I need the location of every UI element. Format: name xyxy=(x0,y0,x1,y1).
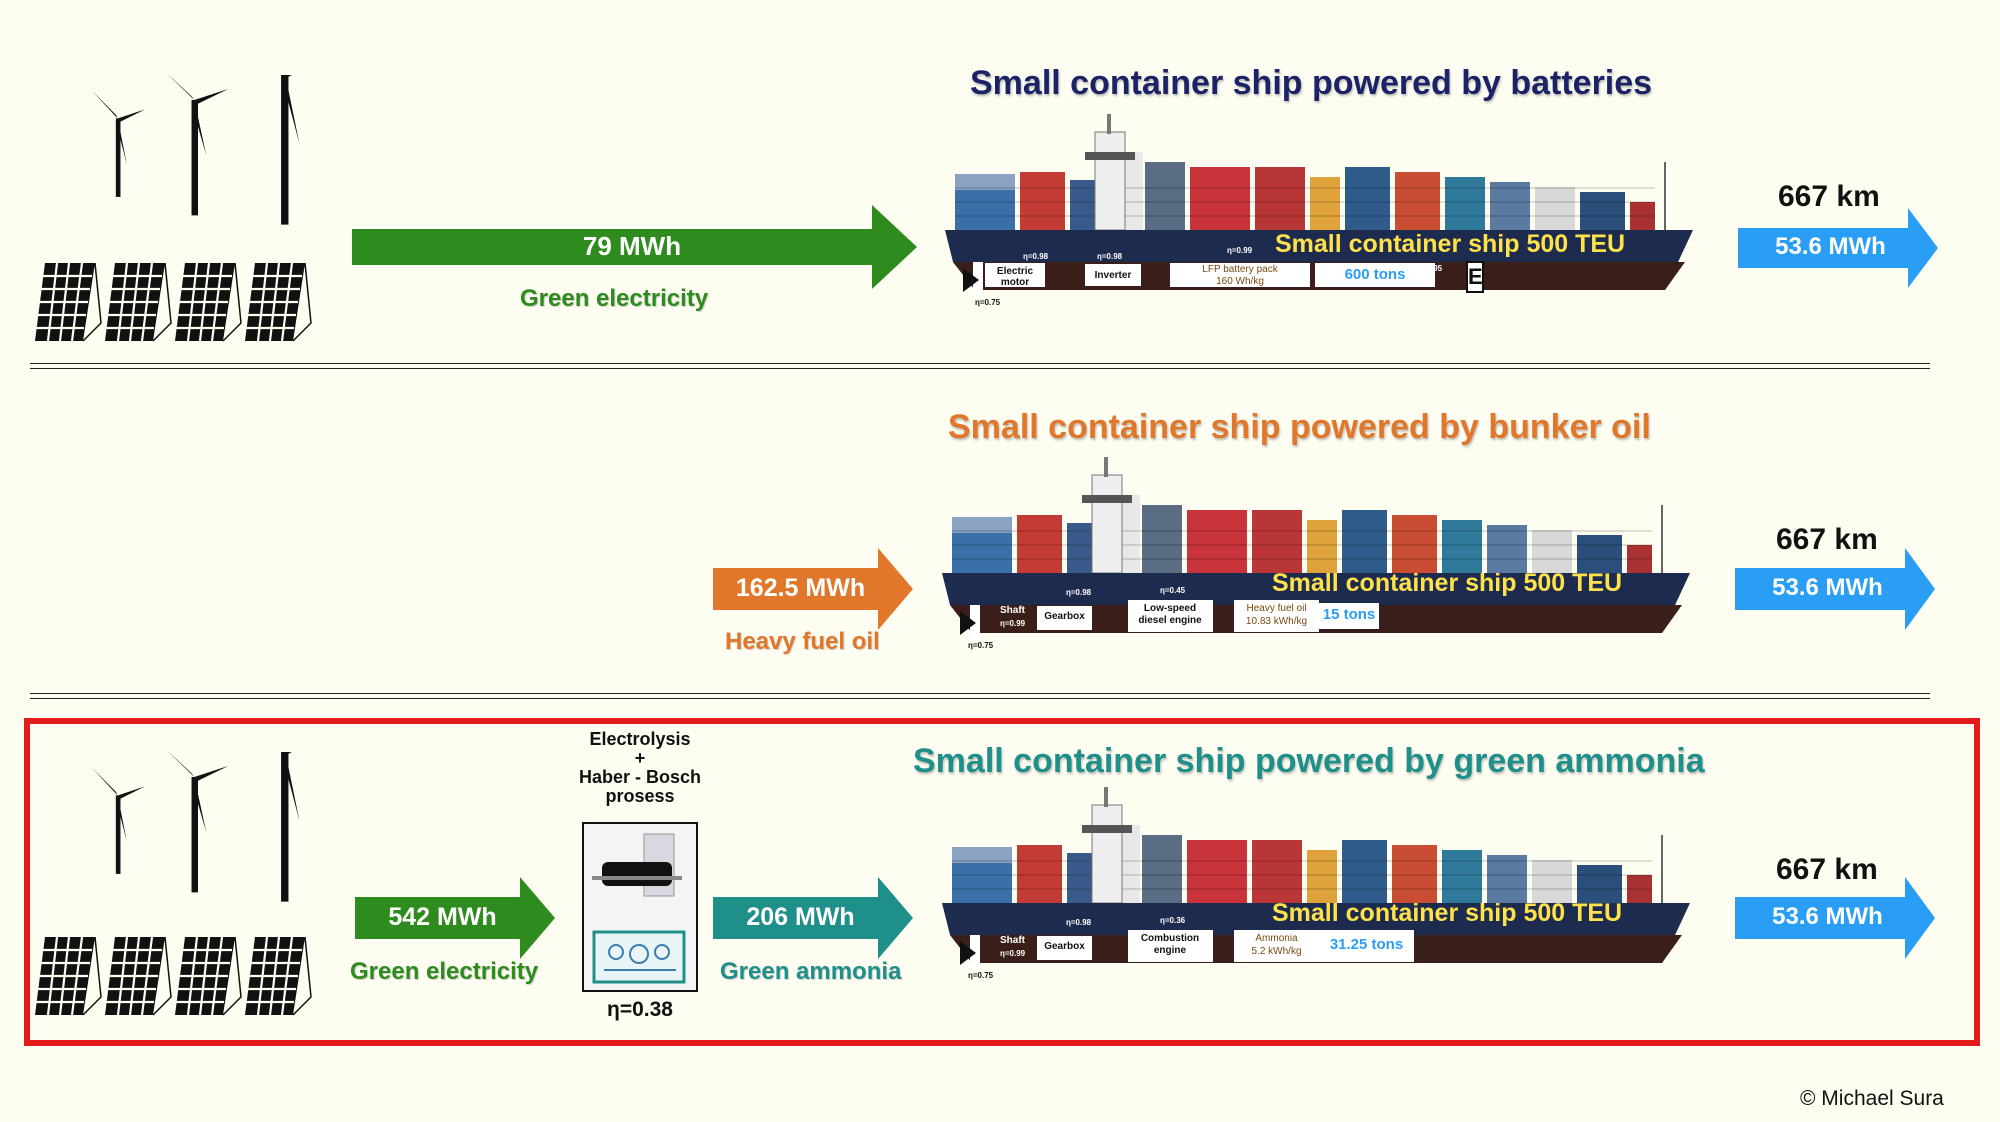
eta-charging: η=0.95 xyxy=(1417,264,1443,273)
output-energy-value: 53.6 MWh xyxy=(1772,903,1883,930)
eta-inverter: η=0.98 xyxy=(1097,252,1123,261)
component-engine: Combustion engine xyxy=(1140,933,1200,956)
mid-energy-caption: Green ammonia xyxy=(720,958,902,985)
wind-turbines-icon xyxy=(91,752,324,902)
eta-shaft: η=0.99 xyxy=(1000,949,1026,958)
copyright: © Michael Sura xyxy=(1800,1087,1944,1110)
container-ship-icon xyxy=(944,113,1694,299)
input-energy-caption: Green electricity xyxy=(520,285,709,312)
distance: 667 km xyxy=(1776,853,1878,886)
highlight-frame xyxy=(24,718,1980,1046)
eta-propeller: η=0.75 xyxy=(975,298,1001,307)
output-energy-arrow xyxy=(1735,548,1935,630)
green-electricity-arrow xyxy=(352,205,917,289)
solar-panels-icon xyxy=(35,263,325,345)
input-energy-value: 79 MWh xyxy=(582,231,682,261)
row-title: Small container ship powered by batterie… xyxy=(970,64,1653,102)
solar-panels-icon xyxy=(35,937,325,1019)
divider xyxy=(30,368,1930,369)
container-ship-icon xyxy=(941,786,1691,972)
process-efficiency: η=0.38 xyxy=(607,998,673,1021)
process-line-1: Electrolysis xyxy=(589,729,691,749)
ship-name: Small container ship 500 TEU xyxy=(1272,899,1623,927)
input-energy-value: 542 MWh xyxy=(388,903,497,931)
process-title: Electrolysis + Haber - Bosch prosess xyxy=(555,730,725,806)
input-energy-caption: Green electricity xyxy=(350,958,539,985)
component-battery: LFP battery pack xyxy=(1202,264,1278,275)
ship-name: Small container ship 500 TEU xyxy=(1275,230,1626,258)
component-shaft: Shaft xyxy=(1000,935,1025,946)
output-energy-arrow xyxy=(1738,208,1938,288)
mid-energy-value: 206 MWh xyxy=(746,903,855,931)
row-title: Small container ship powered by bunker o… xyxy=(948,408,1651,446)
heavy-fuel-oil-arrow xyxy=(713,548,913,630)
input-energy-value: 162.5 MWh xyxy=(735,574,866,602)
storage-mass: 15 tons xyxy=(1322,606,1376,623)
component-fuel: Ammonia xyxy=(1255,933,1298,944)
divider xyxy=(30,693,1930,694)
ship-diagram: Small container ship 500 TEU Shaft η=0.9… xyxy=(941,455,1702,655)
output-energy-arrow xyxy=(1735,877,1935,959)
row-title: Small container ship powered by green am… xyxy=(913,742,1705,780)
eta-electric-motor: η=0.98 xyxy=(1023,252,1049,261)
ship-diagram: Small container ship 500 TEU Shaft η=0.9… xyxy=(941,785,1702,985)
green-ammonia-arrow xyxy=(713,877,913,959)
storage-mass: 600 tons xyxy=(1344,266,1406,283)
eta-propeller: η=0.75 xyxy=(968,641,994,650)
storage-mass: 31.25 tons xyxy=(1329,936,1404,953)
output-energy-value: 53.6 MWh xyxy=(1775,233,1886,260)
component-electric-motor: Electric motor xyxy=(996,266,1034,288)
process-line-2: + xyxy=(634,748,646,768)
container-ship-icon xyxy=(941,456,1691,642)
wind-turbines-icon xyxy=(91,75,324,225)
component-gearbox: Gearbox xyxy=(1044,611,1085,622)
electrolyzer-plant-icon xyxy=(592,833,686,984)
component-inverter: Inverter xyxy=(1094,270,1132,281)
component-battery-density: 160 Wh/kg xyxy=(1216,276,1264,287)
component-shaft: Shaft xyxy=(1000,605,1025,616)
process-box xyxy=(582,822,698,992)
component-fuel: Heavy fuel oil xyxy=(1246,603,1307,614)
divider xyxy=(30,363,1930,364)
eta-gearbox: η=0.98 xyxy=(1066,918,1092,927)
distance: 667 km xyxy=(1778,180,1880,213)
output-energy-value: 53.6 MWh xyxy=(1772,574,1883,601)
divider xyxy=(30,698,1930,699)
eta-shaft: η=0.99 xyxy=(1000,619,1026,628)
eta-engine: η=0.45 xyxy=(1160,586,1186,595)
process-line-3: Haber - Bosch xyxy=(578,767,702,787)
ship-name: Small container ship 500 TEU xyxy=(1272,569,1623,597)
component-fuel-density: 10.83 kWh/kg xyxy=(1245,616,1308,627)
eta-battery: η=0.99 xyxy=(1227,246,1253,255)
input-energy-caption: Heavy fuel oil xyxy=(725,628,880,655)
component-gearbox: Gearbox xyxy=(1044,941,1085,952)
eta-propeller: η=0.75 xyxy=(968,971,994,980)
ship-diagram: Small container ship 500 TEU Electric mo… xyxy=(944,112,1705,312)
charging-icon: E xyxy=(1468,264,1483,289)
component-fuel-density: 5.2 kWh/kg xyxy=(1251,946,1302,957)
component-engine: Low-speed diesel engine xyxy=(1138,603,1202,626)
distance: 667 km xyxy=(1776,523,1878,556)
process-line-4: prosess xyxy=(605,786,675,806)
eta-engine: η=0.36 xyxy=(1160,916,1186,925)
eta-gearbox: η=0.98 xyxy=(1066,588,1092,597)
green-electricity-arrow xyxy=(355,877,555,959)
